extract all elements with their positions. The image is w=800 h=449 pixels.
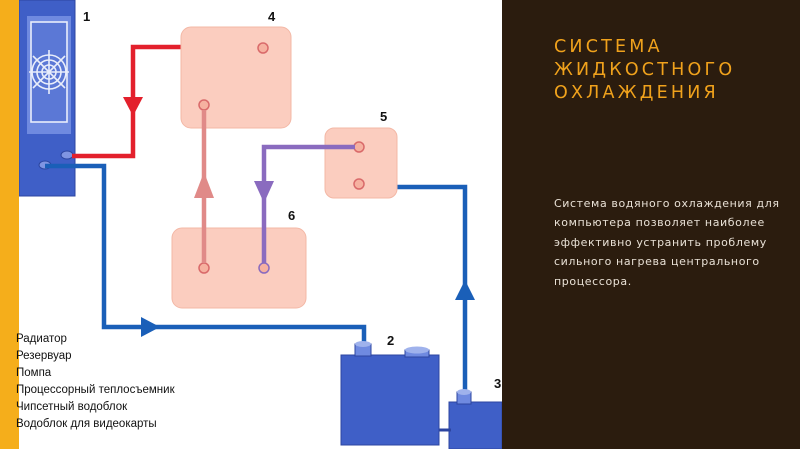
label-radiator: 1 [83,9,90,24]
cpu-waterblock [180,26,292,129]
chipset-waterblock [324,127,398,199]
chipset-to-gpu-pipe [254,144,355,263]
label-reservoir: 2 [387,333,394,348]
pump [439,389,502,449]
legend-item: Радиатор [16,333,67,345]
fan-icon [29,21,69,123]
label-cpu-block: 4 [268,9,276,24]
diagram-canvas: 1 2 3 4 5 6 [19,0,502,449]
supply-pipe-arrow [455,280,475,300]
legend-item: Резервуар [16,350,72,362]
label-pump: 3 [494,376,501,391]
left-accent-bar [0,0,19,449]
radiator [19,0,76,197]
slide-body: Система водяного охлаждения для компьюте… [554,197,780,288]
chipset-pipe-arrow [254,181,274,203]
label-gpu-block: 6 [288,208,295,223]
gpu-waterblock [171,227,307,309]
hot-pipe-arrow [123,97,143,116]
legend-item: Водоблок для видеокарты [16,418,157,430]
component-legend: Радиатор Резервуар Помпа Процессорный те… [16,331,175,433]
legend-item: Помпа [16,367,52,379]
gpu-pipe-arrow [194,172,214,198]
cooling-diagram: 1 2 3 4 5 6 [19,0,502,449]
cold-pipe-arrow [141,317,160,337]
text-panel: СИСТЕМА ЖИДКОСТНОГО ОХЛАЖДЕНИЯ Система в… [502,0,800,449]
gpu-to-cpu-pipe [194,110,214,263]
cold-pipe-return [45,163,367,352]
label-chipset-block: 5 [380,109,387,124]
legend-item: Процессорный теплосъемник [16,384,175,396]
reservoir [340,341,440,446]
legend-item: Чипсетный водоблок [16,401,128,413]
slide-title: СИСТЕМА ЖИДКОСТНОГО ОХЛАЖДЕНИЯ [554,37,736,103]
